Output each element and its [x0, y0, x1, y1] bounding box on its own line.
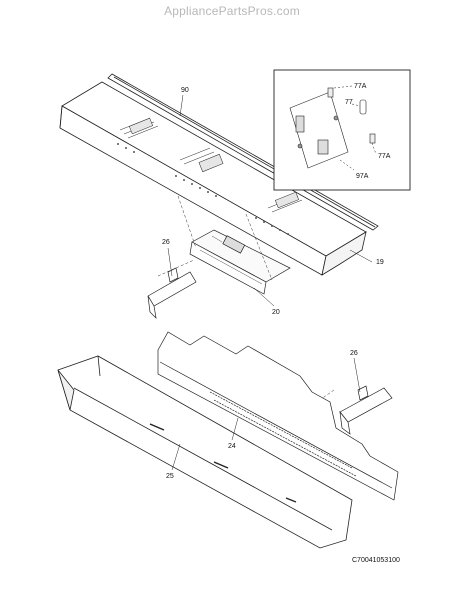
bottom-trim[interactable] — [57, 355, 353, 549]
callout-19: 19 — [376, 259, 384, 266]
lamp-77a-bottom[interactable] — [369, 133, 376, 144]
callout-20: 20 — [272, 309, 280, 316]
support-bracket[interactable] — [157, 331, 399, 501]
callout-97a: 97A — [356, 173, 369, 180]
lamp-77a-top[interactable] — [327, 87, 334, 98]
inset-detail-box — [273, 69, 411, 191]
lamp-77[interactable] — [359, 99, 367, 115]
bracket-right[interactable] — [339, 385, 393, 435]
bracket-left[interactable] — [147, 267, 197, 320]
callout-90: 90 — [181, 87, 189, 94]
interface-board[interactable] — [289, 91, 349, 169]
callout-77a-top: 77A — [354, 83, 367, 90]
callout-25: 25 — [166, 473, 174, 480]
callout-24: 24 — [228, 443, 236, 450]
callout-77: 77 — [345, 99, 353, 106]
callout-26-right: 26 — [350, 350, 358, 357]
control-board[interactable] — [189, 229, 291, 295]
callout-26-left: 26 — [162, 239, 170, 246]
diagram-code: C70041053100 — [352, 557, 400, 564]
control-panel[interactable] — [59, 81, 367, 276]
callout-77a-bottom: 77A — [378, 153, 391, 160]
watermark-text: AppliancePartsPros.com — [164, 4, 300, 18]
